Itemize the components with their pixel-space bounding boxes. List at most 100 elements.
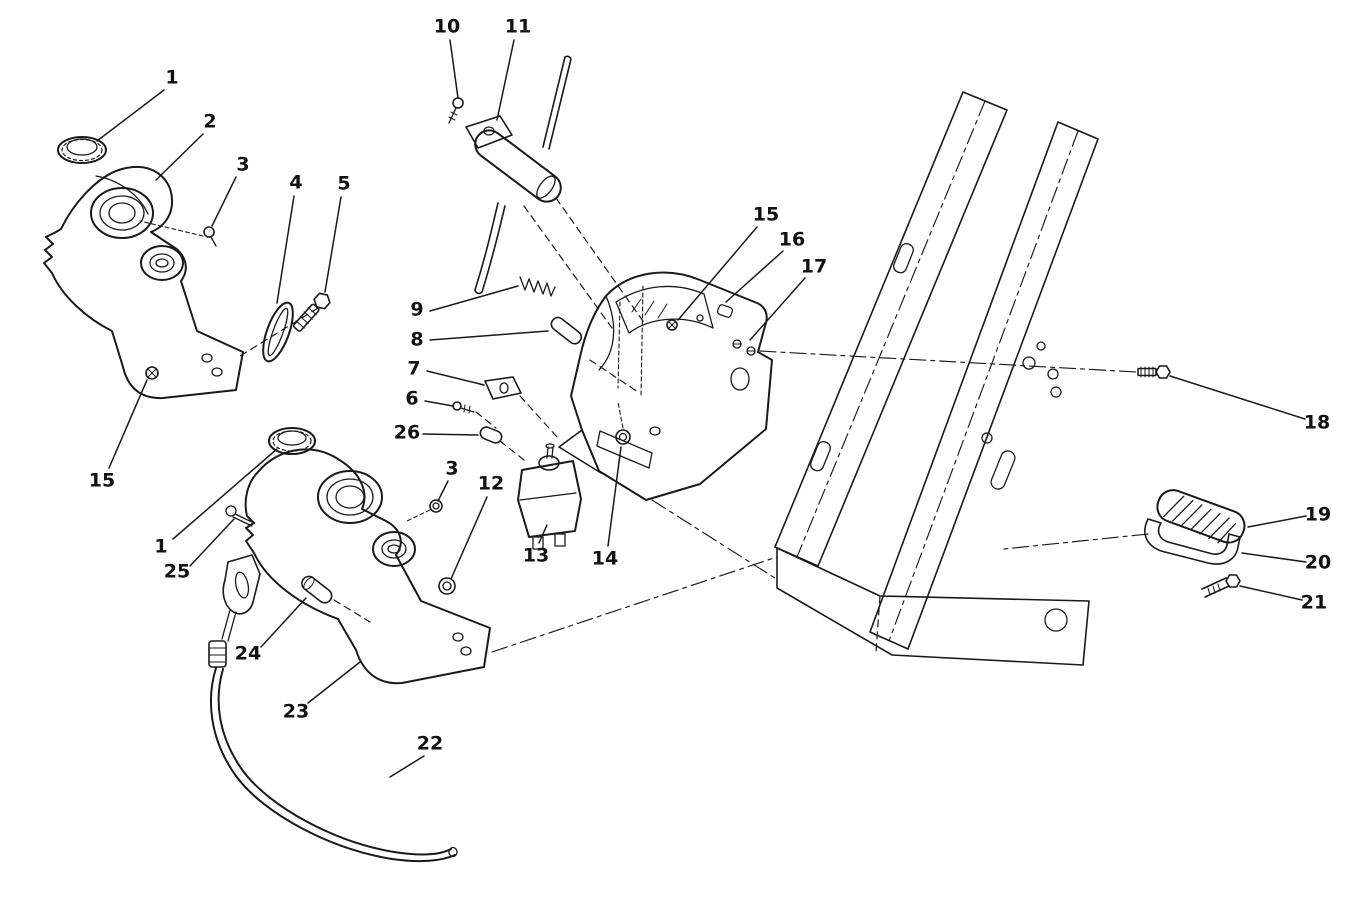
pedal-pad-part19 <box>1156 489 1246 544</box>
bushing-large-lower <box>317 470 383 524</box>
part-number-callout: 6 <box>405 387 419 410</box>
screw-part6 <box>452 401 475 414</box>
part-number-callout: 13 <box>522 544 550 567</box>
leader-line <box>424 400 454 407</box>
bolt-part10 <box>448 97 464 124</box>
part-number-callout: 3 <box>236 153 250 176</box>
leader-line <box>429 330 549 341</box>
callout-leader-lines <box>96 39 1307 778</box>
part-number-callout: 21 <box>1300 591 1328 614</box>
center-mount-bracket <box>558 271 773 501</box>
leader-line <box>307 661 361 704</box>
part-number-callout: 19 <box>1304 503 1332 526</box>
nut-part12 <box>438 577 456 595</box>
leader-line <box>108 379 148 469</box>
part-number-callout: 18 <box>1303 411 1331 434</box>
pedal-assembly <box>1144 489 1246 598</box>
bushing-small-upper <box>140 245 184 281</box>
leader-line <box>1241 552 1307 563</box>
part-number-callout: 9 <box>410 298 424 321</box>
leader-line <box>324 196 342 293</box>
part-number-callout: 22 <box>416 732 444 755</box>
screw-part3-upper <box>139 220 217 247</box>
leader-line <box>437 480 449 502</box>
nut-part3-lower <box>406 499 443 522</box>
leader-line <box>1247 515 1307 528</box>
cable-part22 <box>208 640 458 863</box>
leader-line <box>449 39 459 99</box>
part-number-callout: 1 <box>165 66 179 89</box>
screw-foot-upper <box>145 366 159 380</box>
spacer-washer-part4 <box>262 301 294 363</box>
leader-line <box>538 524 548 544</box>
leader-line <box>422 433 479 436</box>
part-number-callout: 1 <box>154 535 168 558</box>
part-number-callout: 12 <box>477 472 505 495</box>
cap-plug-lower <box>268 427 316 455</box>
clamp-plate <box>465 115 513 149</box>
leader-line <box>260 597 307 648</box>
spring-part9 <box>519 276 556 297</box>
leader-line <box>189 518 235 567</box>
part-number-callout: 2 <box>203 110 217 133</box>
interlock-switch <box>517 443 582 550</box>
cap-plug-upper <box>57 136 107 164</box>
part-number-callout: 20 <box>1304 551 1332 574</box>
leader-line <box>389 755 425 778</box>
cable-trunnion <box>221 554 261 642</box>
slot-part16 <box>716 304 734 318</box>
cotter-pin-part25 <box>225 505 255 527</box>
part-number-callout: 7 <box>407 357 421 380</box>
leader-line <box>725 250 784 303</box>
part-number-callout: 25 <box>163 560 191 583</box>
bushing-small-lower <box>372 531 416 567</box>
part-number-callout: 23 <box>282 700 310 723</box>
frame-rails <box>774 91 1099 666</box>
leader-line <box>429 285 519 312</box>
bolt-part21 <box>1201 574 1241 598</box>
leader-line <box>426 370 485 386</box>
lower-lever-bracket-assembly <box>208 427 491 863</box>
nut-part14 <box>615 401 631 445</box>
leader-line <box>496 39 515 121</box>
leader-line <box>211 176 237 227</box>
part-number-callout: 3 <box>445 457 459 480</box>
part-number-callout: 26 <box>393 421 421 444</box>
pin-part24 <box>301 575 333 604</box>
control-rod-assembly <box>448 55 646 329</box>
clevis-part7 <box>484 376 522 400</box>
part-number-callout: 17 <box>800 255 828 278</box>
bolt-part5 <box>292 292 331 332</box>
part-number-callout: 11 <box>504 15 532 38</box>
part-number-callout: 5 <box>337 172 351 195</box>
part-number-callout: 16 <box>778 228 806 251</box>
phantom-centerlines <box>491 350 1149 653</box>
part-number-callout: 8 <box>410 328 424 351</box>
leader-line <box>1169 375 1306 420</box>
part-number-callout: 10 <box>433 15 461 38</box>
upper-lever-bracket-assembly <box>43 136 331 400</box>
leader-line <box>172 448 278 540</box>
leader-line <box>1239 585 1303 601</box>
leader-line <box>155 133 204 181</box>
part-number-callout: 15 <box>88 469 116 492</box>
rod-tube <box>474 129 562 203</box>
pin-part8 <box>550 316 583 345</box>
part-number-callout: 15 <box>752 203 780 226</box>
leader-line <box>607 446 622 547</box>
leader-line <box>749 277 806 341</box>
bushing-large-upper <box>90 187 154 239</box>
bolt-part18 <box>1137 365 1171 379</box>
fasteners-part17 <box>732 339 756 356</box>
screw-part15-center <box>666 319 678 331</box>
leader-line <box>96 89 165 142</box>
spacer-part26 <box>479 426 503 444</box>
linkage-small-parts <box>452 276 583 461</box>
leader-line <box>450 496 488 580</box>
leader-line <box>276 195 295 304</box>
part-number-callout: 14 <box>591 547 619 570</box>
part-number-callout: 24 <box>234 642 262 665</box>
pedal-arm-part20 <box>1144 518 1241 565</box>
